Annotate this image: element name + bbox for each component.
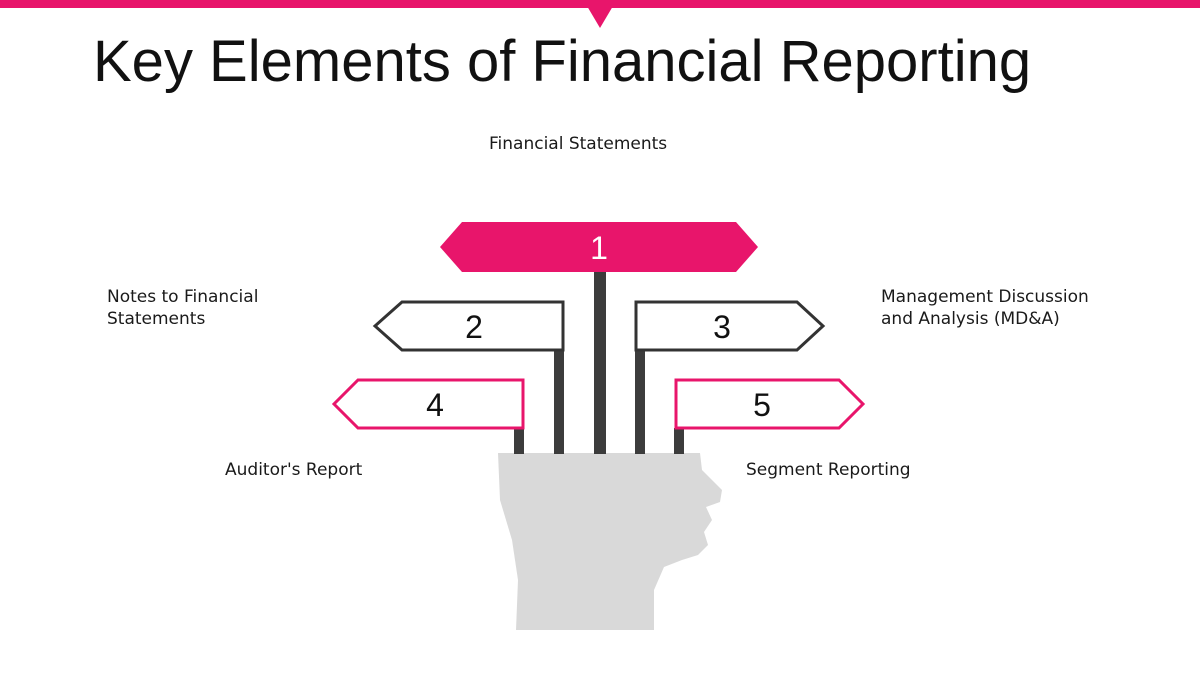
- sign-5-board: [674, 378, 866, 430]
- post-3: [635, 350, 645, 454]
- post-4: [514, 428, 524, 454]
- top-accent-bar: [0, 0, 1200, 8]
- sign-4: 4: [331, 378, 525, 430]
- label-md-and-a: Management Discussion and Analysis (MD&A…: [881, 287, 1089, 329]
- top-notch-marker: [587, 6, 613, 28]
- sign-1-number: 1: [590, 230, 608, 266]
- label-notes-to-financial-statements: Notes to Financial Statements: [107, 287, 259, 329]
- sign-3-board: [634, 300, 826, 352]
- sign-5-number: 5: [753, 387, 771, 423]
- label-segment-reporting: Segment Reporting: [746, 460, 911, 480]
- sign-3-number: 3: [713, 309, 731, 345]
- sign-4-number: 4: [426, 387, 444, 423]
- head-silhouette-icon: [498, 453, 722, 630]
- post-5: [674, 428, 684, 454]
- label-auditors-report: Auditor's Report: [225, 460, 363, 480]
- sign-2: 2: [372, 300, 565, 352]
- sign-3: 3: [634, 300, 826, 352]
- sign-4-board: [331, 378, 525, 430]
- post-1: [594, 270, 606, 454]
- label-financial-statements: Financial Statements: [489, 134, 668, 154]
- sign-5: 5: [674, 378, 866, 430]
- post-2: [554, 350, 564, 454]
- sign-1-board: [440, 222, 758, 272]
- sign-1: 1: [440, 222, 758, 272]
- sign-2-number: 2: [465, 309, 483, 345]
- sign-2-board: [372, 300, 565, 352]
- page-title: Key Elements of Financial Reporting: [93, 29, 1032, 94]
